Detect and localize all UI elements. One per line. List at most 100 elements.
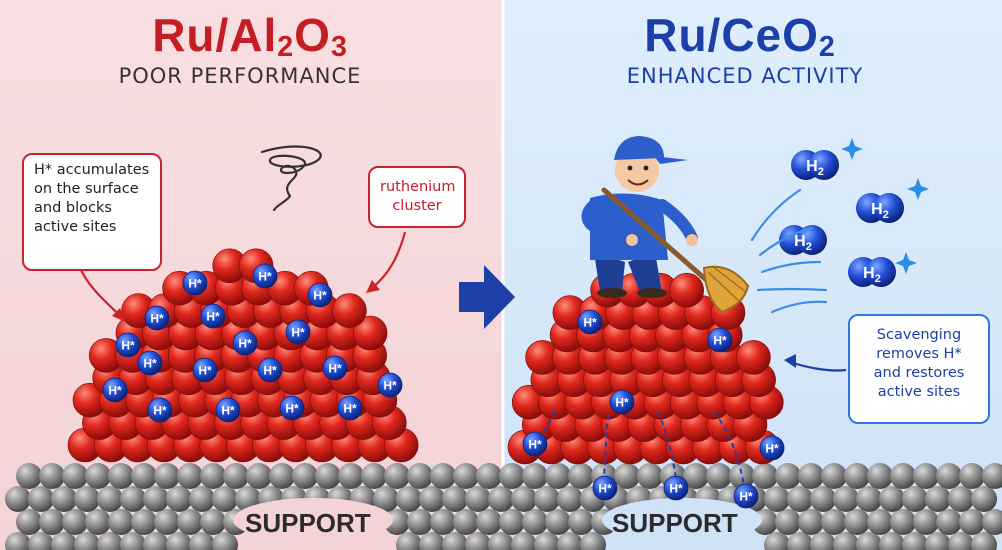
support-atom bbox=[97, 532, 123, 550]
adsorbed-hydrogen-atom bbox=[285, 319, 311, 345]
support-atom bbox=[51, 486, 77, 512]
support-atom bbox=[614, 463, 640, 489]
support-layer bbox=[5, 463, 1002, 550]
support-atom bbox=[189, 532, 215, 550]
support-atom bbox=[982, 509, 1002, 535]
adsorbed-hydrogen-atom bbox=[377, 372, 403, 398]
support-atom bbox=[396, 532, 422, 550]
support-atom bbox=[28, 532, 54, 550]
support-atom bbox=[120, 532, 146, 550]
support-atom bbox=[499, 509, 525, 535]
accumulation-callout-line: and blocks bbox=[34, 200, 112, 216]
support-atom bbox=[948, 532, 974, 550]
callout-arrow-accumulation-head bbox=[112, 308, 126, 322]
support-atom bbox=[706, 463, 732, 489]
adsorbed-hydrogen-label: H* bbox=[615, 396, 629, 410]
support-atom bbox=[488, 486, 514, 512]
support-atom bbox=[74, 532, 100, 550]
support-atom bbox=[810, 532, 836, 550]
cluster-callout-line: ruthenium bbox=[380, 179, 456, 195]
adsorbed-hydrogen-label: H* bbox=[153, 404, 167, 418]
support-atom bbox=[200, 509, 226, 535]
support-atom bbox=[223, 463, 249, 489]
support-atom bbox=[5, 532, 31, 550]
support-atom bbox=[545, 509, 571, 535]
support-atom bbox=[856, 532, 882, 550]
support-atom bbox=[396, 486, 422, 512]
hydrogen-molecule-atom bbox=[866, 257, 896, 287]
adsorbed-hydrogen-atom bbox=[257, 357, 283, 383]
support-atom bbox=[5, 486, 31, 512]
support-atom bbox=[442, 532, 468, 550]
support-atom bbox=[108, 509, 134, 535]
support-atom bbox=[580, 532, 606, 550]
support-atom bbox=[902, 486, 928, 512]
support-atom bbox=[430, 463, 456, 489]
accumulation-callout-line: active sites bbox=[34, 219, 117, 235]
adsorbed-hydrogen-label: H* bbox=[343, 402, 357, 416]
adsorbed-hydrogen-label: H* bbox=[291, 326, 305, 340]
support-atom bbox=[810, 486, 836, 512]
support-atom bbox=[373, 486, 399, 512]
support-atom bbox=[568, 463, 594, 489]
support-atom bbox=[982, 463, 1002, 489]
adsorbed-hydrogen-atom bbox=[102, 377, 128, 403]
support-atom bbox=[787, 532, 813, 550]
support-atom bbox=[833, 486, 859, 512]
support-atom bbox=[787, 486, 813, 512]
support-atom bbox=[51, 532, 77, 550]
support-atom bbox=[407, 463, 433, 489]
support-atom bbox=[476, 463, 502, 489]
confusion-swirl-icon bbox=[260, 145, 322, 212]
support-label-backdrop bbox=[233, 498, 393, 542]
adsorbed-hydrogen-atom bbox=[182, 270, 208, 296]
support-atom bbox=[764, 532, 790, 550]
hydrogen-molecule-atom bbox=[874, 193, 904, 223]
adsorbed-hydrogen-label: H* bbox=[263, 364, 277, 378]
adsorbed-hydrogen-atom bbox=[252, 263, 278, 289]
support-atom bbox=[764, 486, 790, 512]
support-atom bbox=[511, 532, 537, 550]
support-atom bbox=[821, 509, 847, 535]
support-atom bbox=[729, 463, 755, 489]
support-atom bbox=[971, 532, 997, 550]
support-atom bbox=[844, 509, 870, 535]
support-atom bbox=[936, 509, 962, 535]
callout-arrow-cluster bbox=[371, 231, 407, 289]
support-atom bbox=[902, 532, 928, 550]
adsorbed-hydrogen-atom bbox=[307, 282, 333, 308]
support-atom bbox=[200, 463, 226, 489]
support-atom bbox=[522, 509, 548, 535]
support-atom bbox=[833, 532, 859, 550]
adsorbed-hydrogen-label: H* bbox=[313, 289, 327, 303]
adsorbed-hydrogen-atom bbox=[232, 330, 258, 356]
support-atom bbox=[798, 509, 824, 535]
adsorbed-hydrogen-atom bbox=[707, 327, 733, 353]
left-support-label: SUPPORT bbox=[245, 508, 371, 538]
ruthenium-cluster-left bbox=[67, 248, 419, 463]
support-atom bbox=[913, 463, 939, 489]
left-panel-subtitle: POOR PERFORMANCE bbox=[118, 64, 362, 88]
support-atom bbox=[476, 509, 502, 535]
support-atom bbox=[534, 486, 560, 512]
right-support-label: SUPPORT bbox=[612, 508, 738, 538]
support-atom bbox=[85, 463, 111, 489]
support-atom bbox=[959, 463, 985, 489]
support-atom bbox=[913, 509, 939, 535]
support-atom bbox=[453, 509, 479, 535]
support-atom bbox=[419, 486, 445, 512]
adsorbed-hydrogen-label: H* bbox=[198, 364, 212, 378]
support-atom bbox=[16, 509, 42, 535]
adsorbed-hydrogen-atom bbox=[577, 309, 603, 335]
support-atom bbox=[683, 463, 709, 489]
cluster-callout-line: cluster bbox=[392, 198, 442, 214]
adsorbed-hydrogen-label: H* bbox=[765, 442, 779, 456]
adsorbed-hydrogen-label: H* bbox=[328, 362, 342, 376]
support-atom bbox=[488, 532, 514, 550]
support-atom bbox=[925, 532, 951, 550]
sparkle-icons bbox=[841, 138, 929, 274]
transition-arrow-icon bbox=[459, 265, 515, 329]
support-atom bbox=[120, 486, 146, 512]
support-atom bbox=[534, 532, 560, 550]
